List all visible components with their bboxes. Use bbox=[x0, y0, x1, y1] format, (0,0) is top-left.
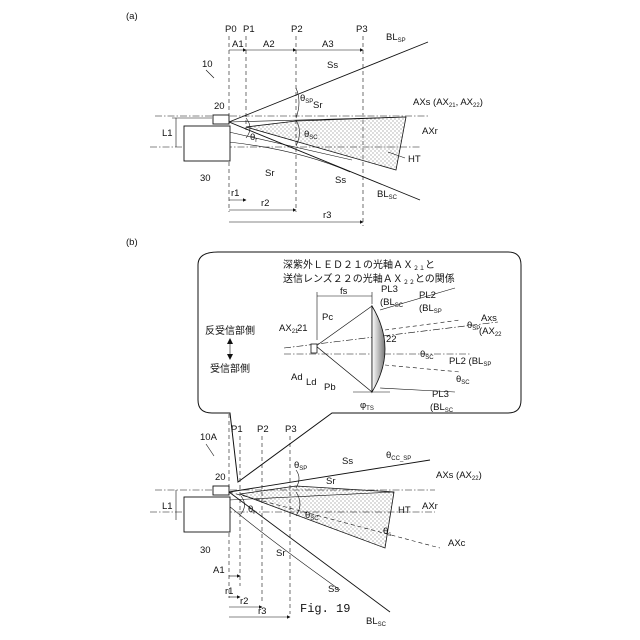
led-21-label: 21 bbox=[297, 323, 308, 334]
ss-upper-label: Ss bbox=[327, 60, 338, 71]
bl-b-sc-label: BLSC bbox=[366, 616, 387, 628]
led-21-chip bbox=[311, 344, 317, 353]
position-p3: P3 bbox=[356, 24, 368, 35]
device-10-label: 10 bbox=[202, 59, 213, 70]
sr-b-lower-label: Sr bbox=[276, 548, 286, 559]
theta-b-s-label: θs bbox=[383, 526, 391, 538]
panel-b: (b) 深紫外ＬＥＤ２１の光軸ＡＸ２１と 送信レンズ２２の光軸ＡＸ２２との関係 … bbox=[126, 237, 521, 628]
position-b-p2: P2 bbox=[257, 424, 269, 435]
l1-b-label: L1 bbox=[162, 501, 173, 512]
radius-r3: r3 bbox=[323, 210, 331, 221]
fs-label: fs bbox=[340, 286, 348, 297]
bl-sc-label: BLSC bbox=[377, 189, 398, 201]
position-b-p3: P3 bbox=[285, 424, 297, 435]
theta-r-label: θr bbox=[250, 132, 257, 144]
led-20-label: 20 bbox=[214, 101, 225, 112]
axs-b-label: AXs (AX22) bbox=[436, 470, 482, 482]
lens-22-label: 22 bbox=[386, 334, 397, 345]
position-p1: P1 bbox=[243, 24, 255, 35]
label-receiver-side: 受信部側 bbox=[210, 362, 250, 375]
sr-b-upper-label: Sr bbox=[326, 476, 336, 487]
pl3-bottom-label: PL3 bbox=[432, 389, 449, 400]
interval-a2: A2 bbox=[263, 39, 275, 50]
theta-sp-label: θSP bbox=[300, 93, 313, 105]
device-10a-leader bbox=[206, 444, 214, 456]
panel-a: (a) 10 P0 P1 P2 P3 A1 A2 A3 20 30 bbox=[126, 11, 483, 226]
axs-inner-label: Axs bbox=[481, 313, 497, 324]
device-10a-label: 10A bbox=[200, 432, 218, 443]
theta-b-sp-label: θSP bbox=[294, 460, 307, 472]
ht-label: HT bbox=[408, 154, 421, 165]
theta-b-sp-arc bbox=[296, 470, 299, 488]
figure-caption: Fig. 19 bbox=[300, 602, 350, 616]
ss-b-upper-label: Ss bbox=[342, 456, 353, 467]
theta-b-r-label: θr bbox=[248, 504, 255, 516]
axs-label: AXs (AX21, AX22) bbox=[413, 97, 483, 109]
ss-b-lower-label: Ss bbox=[328, 584, 339, 595]
sr-lower-label: Sr bbox=[265, 168, 275, 179]
position-p2: P2 bbox=[291, 24, 303, 35]
led-20-box bbox=[213, 115, 229, 124]
pb-label: Pb bbox=[324, 382, 336, 393]
l1-label: L1 bbox=[162, 128, 173, 139]
body-b-30-label: 30 bbox=[200, 545, 211, 556]
panel-a-label: (a) bbox=[126, 11, 138, 22]
ht-b-label: HT bbox=[398, 505, 411, 516]
led-b-20-box bbox=[213, 486, 229, 495]
ld-label: Ld bbox=[306, 377, 317, 388]
axr-b-label: AXr bbox=[422, 501, 438, 512]
pl3-top-label: PL3 bbox=[381, 284, 398, 295]
bl-sp-label: BLSP bbox=[386, 32, 406, 44]
panel-b-label: (b) bbox=[126, 237, 138, 248]
position-b-p1: P1 bbox=[231, 424, 243, 435]
radius-b-r1: r1 bbox=[225, 586, 233, 597]
theta-b-r-arc bbox=[241, 496, 245, 514]
radius-r2: r2 bbox=[261, 198, 269, 209]
body-b-30-box bbox=[184, 497, 230, 532]
axr-label: AXr bbox=[422, 126, 438, 137]
ss-lower-label: Ss bbox=[335, 175, 346, 186]
position-p0: P0 bbox=[225, 24, 237, 35]
callout-title-2: 送信レンズ２２の光軸ＡＸ２２との関係 bbox=[283, 272, 455, 286]
device-10-leader bbox=[206, 70, 214, 78]
axc-b-label: AXc bbox=[448, 538, 466, 549]
label-opposite-receiver-side: 反受信部側 bbox=[205, 324, 255, 337]
body-30-label: 30 bbox=[200, 173, 211, 184]
pl2-top-label: PL2 bbox=[419, 290, 436, 301]
theta-b-cc-label: θCC_SP bbox=[386, 450, 411, 462]
theta-sp-arc bbox=[296, 88, 299, 118]
interval-a3: A3 bbox=[322, 39, 334, 50]
sr-upper-label: Sr bbox=[313, 100, 323, 111]
body-30-box bbox=[184, 126, 230, 161]
interval-a1: A1 bbox=[232, 39, 244, 50]
interval-b-a1: A1 bbox=[213, 565, 225, 576]
radius-b-r2: r2 bbox=[240, 596, 248, 607]
led-b-20-label: 20 bbox=[215, 472, 226, 483]
pc-label: Pc bbox=[322, 312, 333, 323]
radius-b-r3: r3 bbox=[258, 606, 266, 617]
radius-r1: r1 bbox=[231, 188, 239, 199]
ad-label: Ad bbox=[291, 372, 303, 383]
ray-bl-sp bbox=[229, 42, 428, 122]
callout-title-1: 深紫外ＬＥＤ２１の光軸ＡＸ２１と bbox=[283, 258, 435, 272]
